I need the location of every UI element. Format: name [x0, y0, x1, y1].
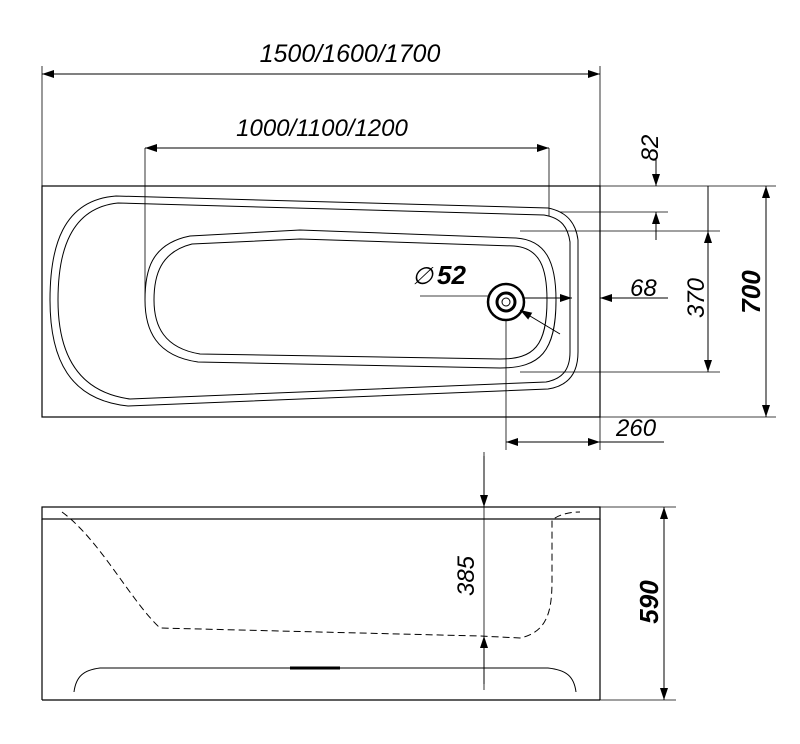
drain-inner-ring [495, 291, 517, 313]
top-view-dimensions [42, 70, 770, 446]
drain-outer-ring [486, 282, 526, 322]
drain-diameter-value: 52 [437, 260, 466, 290]
tub-basin-outer [144, 229, 557, 369]
tub-rim-inner [57, 202, 571, 400]
top-view [41, 66, 776, 450]
rim-label: 82 [637, 135, 664, 162]
overall-width-label: 700 [736, 270, 766, 314]
side-view [41, 452, 676, 701]
side-basin-profile [61, 511, 581, 639]
depth-label: 385 [453, 555, 480, 596]
drain-diameter-symbol: ∅ [412, 263, 434, 290]
drain-diagonal-leader [519, 309, 561, 335]
overall-length-label: 1500/1600/1700 [260, 40, 441, 68]
basin-width-label: 370 [683, 277, 710, 318]
tub-basin-inner [153, 238, 548, 360]
height-label: 590 [634, 580, 664, 624]
drain-hole [501, 297, 511, 307]
drain-from-end-label: 260 [615, 415, 657, 442]
inner-length-label: 1000/1100/1200 [236, 115, 408, 142]
drain-offset-label: 68 [630, 275, 657, 302]
tub-rim-outer [49, 195, 579, 407]
side-rim [41, 506, 601, 520]
side-view-dimensions [480, 456, 668, 700]
side-base-cutout [73, 667, 577, 693]
